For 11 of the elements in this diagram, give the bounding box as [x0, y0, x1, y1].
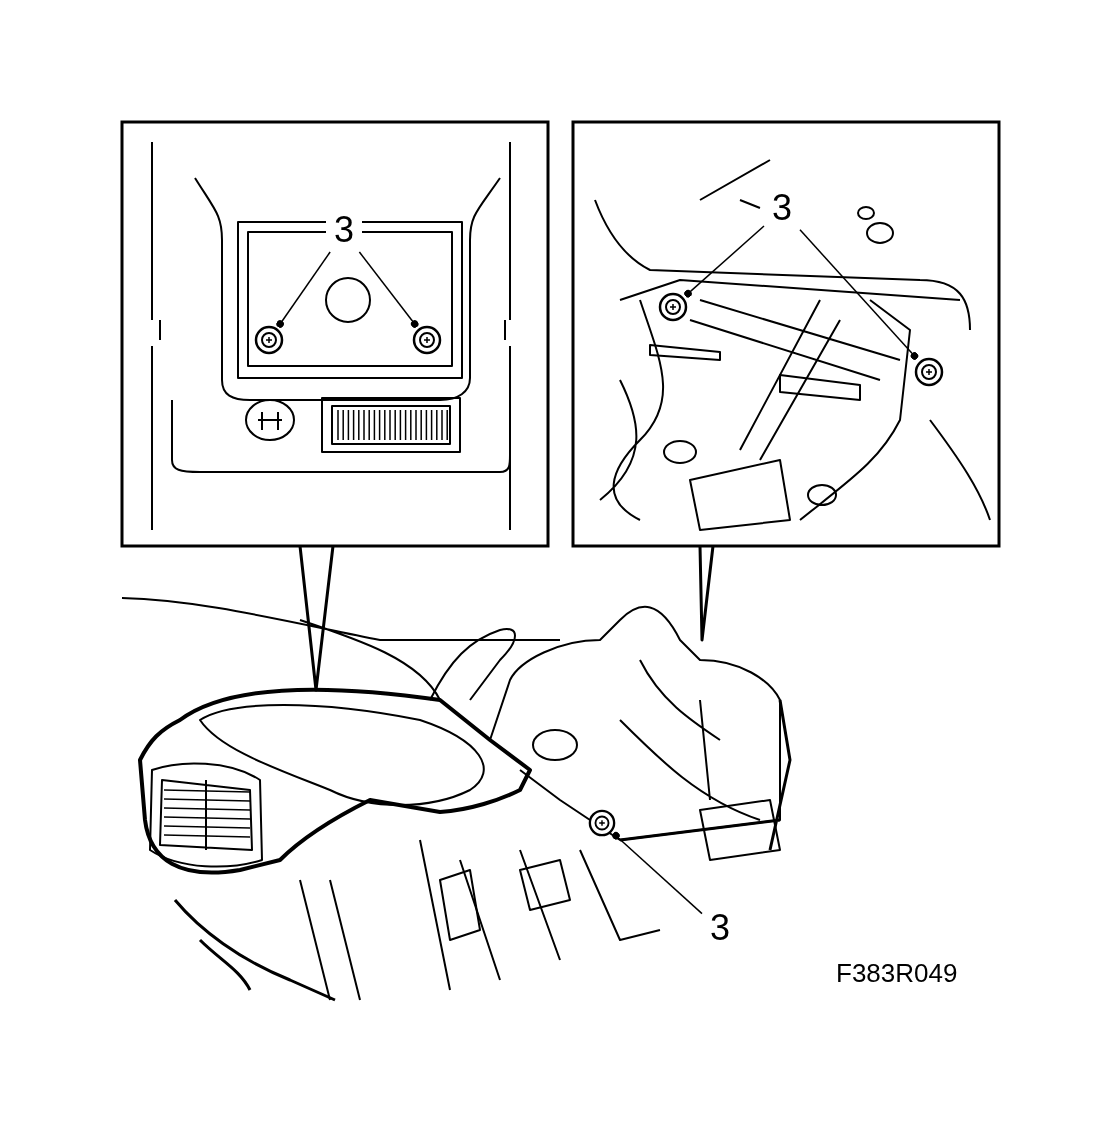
figure-code: F383R049	[836, 958, 958, 989]
screw-drawing	[588, 808, 616, 838]
screw-drawing	[412, 324, 442, 356]
screw-drawing	[914, 356, 944, 388]
leader-line	[684, 225, 765, 298]
screw-drawing	[254, 324, 284, 356]
screw-drawing	[658, 292, 688, 322]
leader-line	[358, 251, 419, 328]
leader-line	[612, 831, 703, 915]
leader-line	[799, 229, 919, 360]
leader-line	[276, 251, 331, 328]
